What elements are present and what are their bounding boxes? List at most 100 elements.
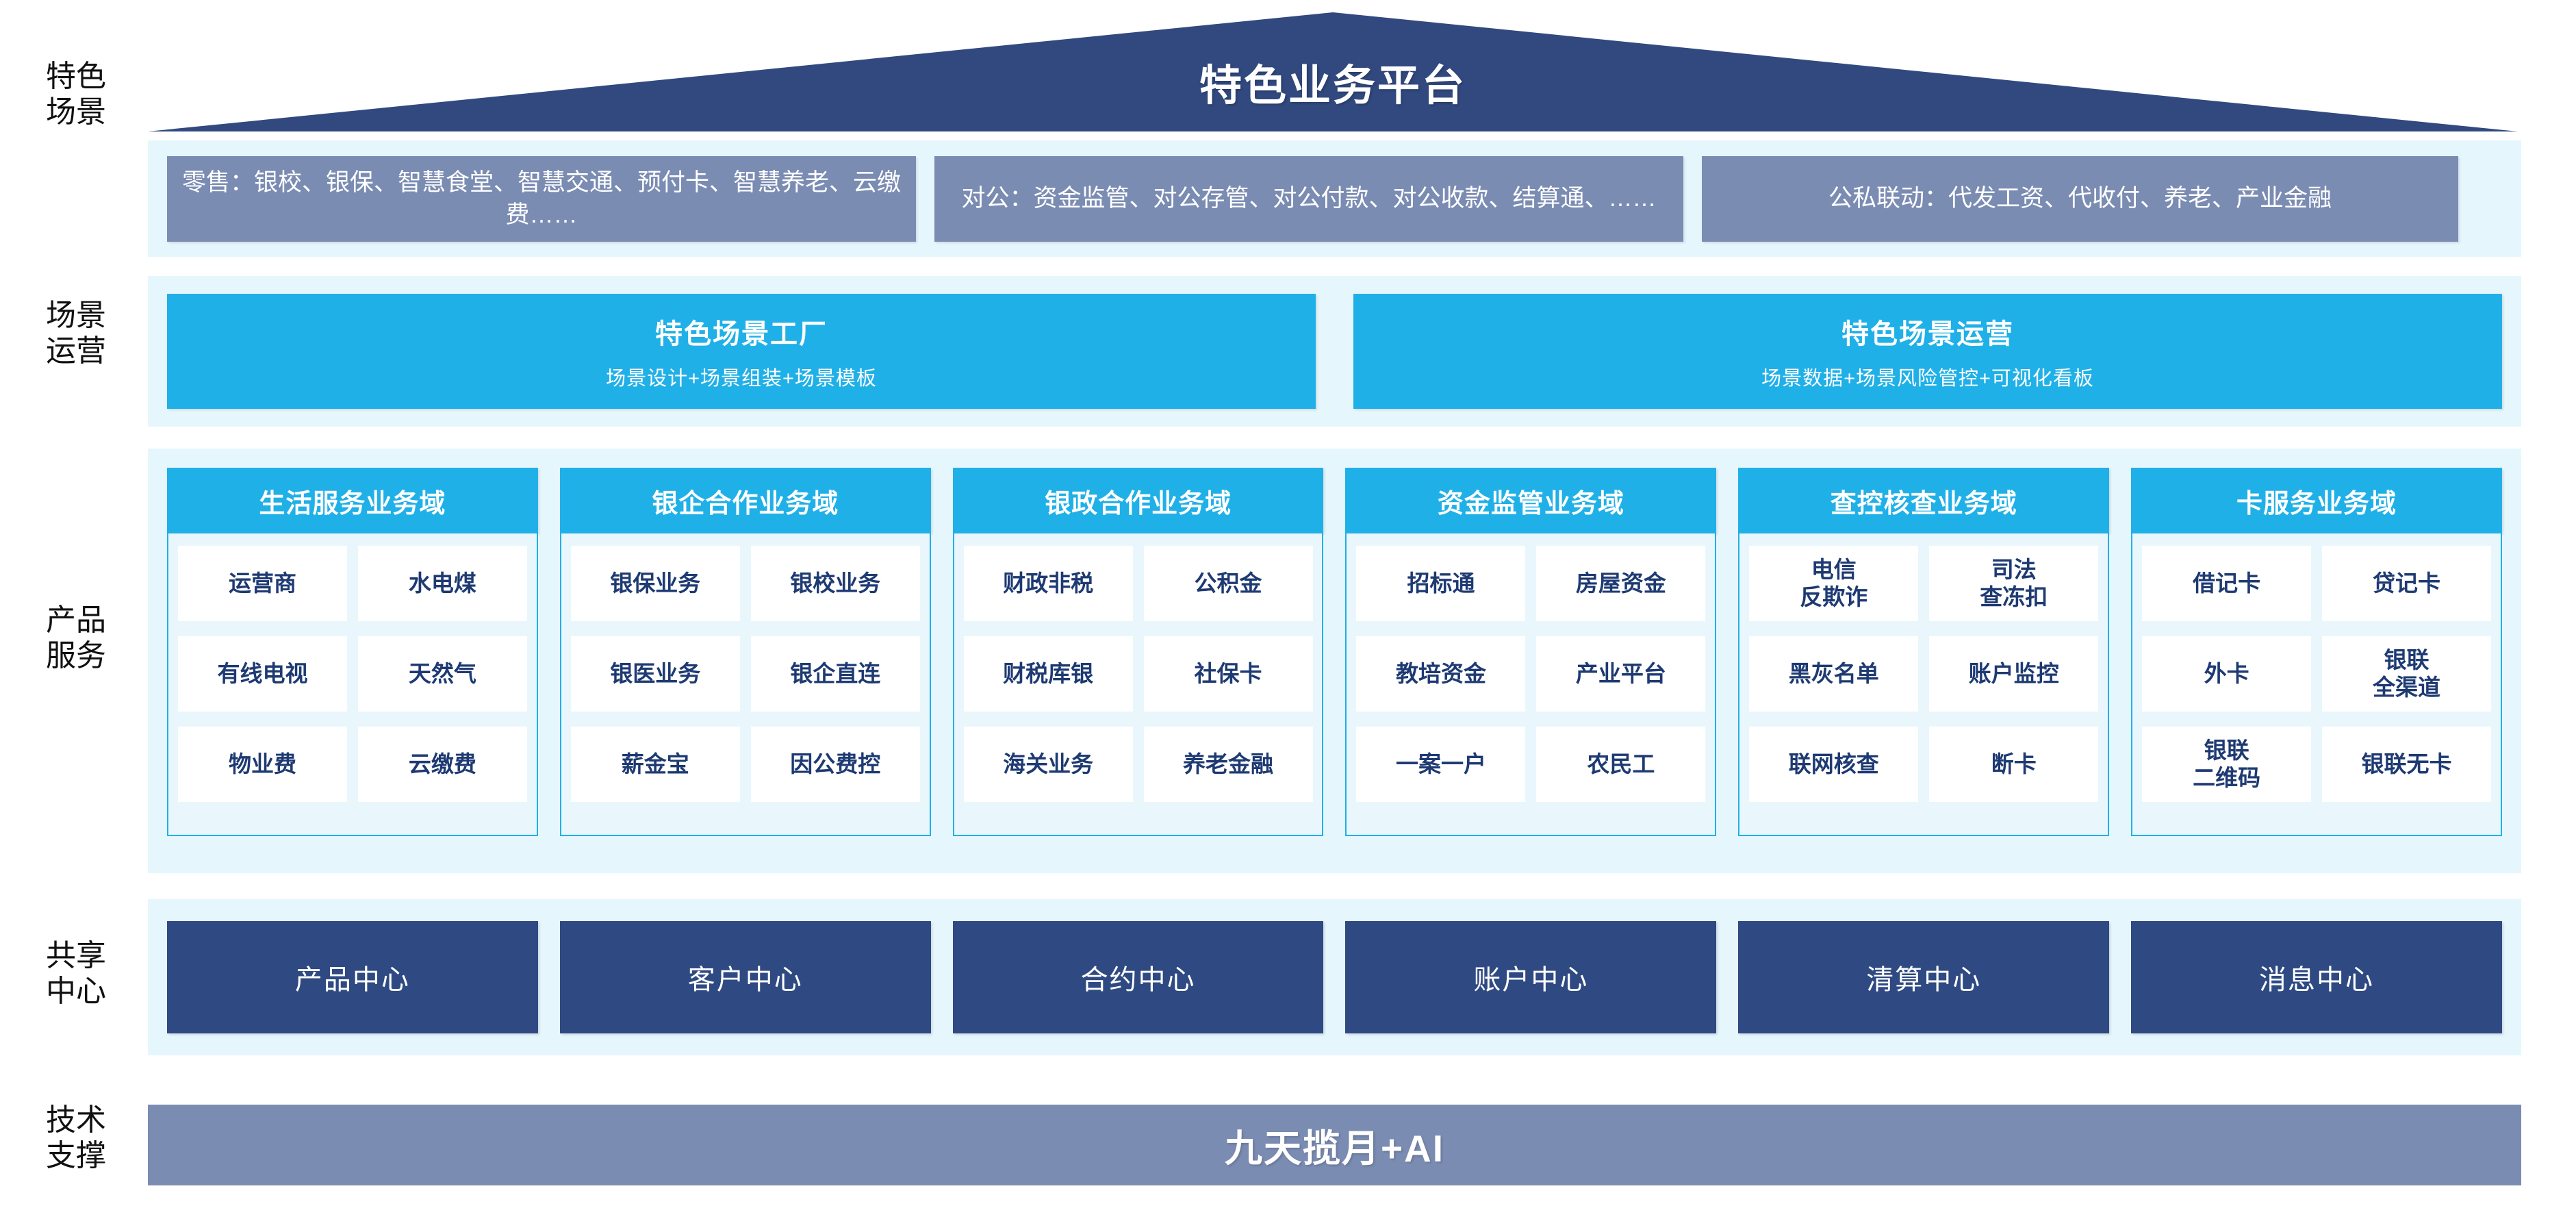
domain-cell[interactable]: 账户监控 — [1929, 636, 2099, 712]
domain-cell[interactable]: 招标通 — [1356, 546, 1526, 621]
domain-cell[interactable]: 农民工 — [1536, 727, 1706, 802]
domain-cell-row: 有线电视天然气 — [178, 636, 527, 712]
operation-subtitle: 场景数据+场景风险管控+可视化看板 — [1761, 368, 2094, 390]
domain-cell[interactable]: 云缴费 — [357, 727, 527, 802]
domain-cell-row: 海关业务养老金融 — [963, 727, 1313, 802]
domain-cell[interactable]: 司法查冻扣 — [1929, 546, 2099, 621]
shared-center-row: 产品中心客户中心合约中心账户中心清算中心消息中心 — [148, 899, 2521, 1055]
domain-cell-row: 联网核查断卡 — [1749, 727, 2099, 802]
domain-cell[interactable]: 断卡 — [1929, 727, 2099, 802]
header-banner: 特色业务平台 — [148, 12, 2518, 131]
domain-cell-row: 招标通房屋资金 — [1356, 546, 1706, 621]
domain-body: 银保业务银校业务银医业务银企直连薪金宝因公费控 — [559, 533, 931, 836]
domain-cell[interactable]: 财政非税 — [963, 546, 1133, 621]
domain-body: 财政非税公积金财税库银社保卡海关业务养老金融 — [952, 533, 1324, 836]
domain-cell-row: 物业费云缴费 — [178, 727, 527, 802]
row-label-product: 产品服务 — [46, 603, 106, 672]
domain-cell[interactable]: 物业费 — [178, 727, 347, 802]
domain-cell[interactable]: 教培资金 — [1356, 636, 1526, 712]
domain-cell[interactable]: 银校业务 — [750, 546, 920, 621]
domain-cell[interactable]: 养老金融 — [1143, 727, 1313, 802]
domain-cell[interactable]: 因公费控 — [750, 727, 920, 802]
domain-cell[interactable]: 财税库银 — [963, 636, 1133, 712]
domain-cell[interactable]: 社保卡 — [1143, 636, 1313, 712]
scenario-box-linkage[interactable]: 公私联动：代发工资、代收付、养老、产业金融 — [1702, 155, 2458, 242]
domain-column: 银企合作业务域银保业务银校业务银医业务银企直连薪金宝因公费控 — [559, 468, 931, 836]
scenario-box-retail[interactable]: 零售：银校、银保、智慧食堂、智慧交通、预付卡、智慧养老、云缴费…… — [167, 155, 916, 242]
shared-center-box[interactable]: 客户中心 — [559, 921, 931, 1033]
domain-cell[interactable]: 借记卡 — [2142, 546, 2312, 621]
domain-cell-row: 银保业务银校业务 — [570, 546, 920, 621]
domain-cell[interactable]: 银联无卡 — [2322, 727, 2491, 802]
domain-cell[interactable]: 有线电视 — [178, 636, 347, 712]
domain-cell[interactable]: 房屋资金 — [1536, 546, 1706, 621]
operation-box-factory[interactable]: 特色场景工厂 场景设计+场景组装+场景模板 — [167, 294, 1316, 409]
domain-cell-row: 银联二维码银联无卡 — [2142, 727, 2491, 802]
operation-title: 特色场景运营 — [1841, 319, 2014, 349]
domain-body: 招标通房屋资金教培资金产业平台一案一户农民工 — [1345, 533, 1717, 836]
shared-center-box[interactable]: 消息中心 — [2131, 921, 2502, 1033]
domain-cell[interactable]: 贷记卡 — [2322, 546, 2491, 621]
domain-cell-row: 银医业务银企直连 — [570, 636, 920, 712]
domain-cell-row: 运营商水电煤 — [178, 546, 527, 621]
domain-cell[interactable]: 一案一户 — [1356, 727, 1526, 802]
domain-body: 电信反欺诈司法查冻扣黑灰名单账户监控联网核查断卡 — [1738, 533, 2110, 836]
domain-row: 生活服务业务域运营商水电煤有线电视天然气物业费云缴费银企合作业务域银保业务银校业… — [148, 449, 2521, 873]
domain-cell-row: 教培资金产业平台 — [1356, 636, 1706, 712]
domain-title: 卡服务业务域 — [2131, 468, 2502, 533]
row-label-shared: 共享中心 — [46, 939, 106, 1008]
domain-cell[interactable]: 水电煤 — [357, 546, 527, 621]
domain-cell-row: 外卡银联全渠道 — [2142, 636, 2491, 712]
row-label-operation: 场景运营 — [46, 299, 106, 368]
domain-cell[interactable]: 银联二维码 — [2142, 727, 2312, 802]
domain-column: 卡服务业务域借记卡贷记卡外卡银联全渠道银联二维码银联无卡 — [2131, 468, 2502, 836]
domain-cell[interactable]: 黑灰名单 — [1749, 636, 1919, 712]
row-label-scenario: 特色场景 — [46, 60, 106, 129]
domain-cell[interactable]: 银企直连 — [750, 636, 920, 712]
domain-title: 资金监管业务域 — [1345, 468, 1717, 533]
domain-cell[interactable]: 公积金 — [1143, 546, 1313, 621]
domain-title: 银政合作业务域 — [952, 468, 1324, 533]
operation-row: 特色场景工厂 场景设计+场景组装+场景模板 特色场景运营 场景数据+场景风险管控… — [148, 276, 2521, 427]
domain-cell[interactable]: 银保业务 — [570, 546, 740, 621]
domain-cell-row: 财税库银社保卡 — [963, 636, 1313, 712]
domain-cell[interactable]: 银医业务 — [570, 636, 740, 712]
domain-title: 查控核查业务域 — [1738, 468, 2110, 533]
domain-title: 银企合作业务域 — [559, 468, 931, 533]
scenario-band: 零售：银校、银保、智慧食堂、智慧交通、预付卡、智慧养老、云缴费…… 对公：资金监… — [148, 140, 2521, 257]
shared-center-box[interactable]: 产品中心 — [167, 921, 538, 1033]
row-label-support: 技术支撑 — [46, 1103, 106, 1172]
domain-cell-row: 薪金宝因公费控 — [570, 727, 920, 802]
shared-center-box[interactable]: 账户中心 — [1345, 921, 1717, 1033]
domain-cell[interactable]: 薪金宝 — [570, 727, 740, 802]
scenario-row: 零售：银校、银保、智慧食堂、智慧交通、预付卡、智慧养老、云缴费…… 对公：资金监… — [148, 140, 2521, 257]
product-service-band: 生活服务业务域运营商水电煤有线电视天然气物业费云缴费银企合作业务域银保业务银校业… — [148, 449, 2521, 873]
operation-subtitle: 场景设计+场景组装+场景模板 — [606, 368, 877, 390]
domain-cell-row: 财政非税公积金 — [963, 546, 1313, 621]
operation-box-operation[interactable]: 特色场景运营 场景数据+场景风险管控+可视化看板 — [1353, 294, 2502, 409]
domain-cell-row: 借记卡贷记卡 — [2142, 546, 2491, 621]
domain-column: 生活服务业务域运营商水电煤有线电视天然气物业费云缴费 — [167, 468, 538, 836]
domain-cell[interactable]: 运营商 — [178, 546, 347, 621]
domain-cell[interactable]: 联网核查 — [1749, 727, 1919, 802]
domain-cell-row: 一案一户农民工 — [1356, 727, 1706, 802]
page-title: 特色业务平台 — [1199, 62, 1466, 110]
domain-cell[interactable]: 天然气 — [357, 636, 527, 712]
domain-column: 查控核查业务域电信反欺诈司法查冻扣黑灰名单账户监控联网核查断卡 — [1738, 468, 2110, 836]
domain-cell[interactable]: 银联全渠道 — [2322, 636, 2491, 712]
domain-title: 生活服务业务域 — [167, 468, 538, 533]
operation-band: 特色场景工厂 场景设计+场景组装+场景模板 特色场景运营 场景数据+场景风险管控… — [148, 276, 2521, 427]
scenario-box-corporate[interactable]: 对公：资金监管、对公存管、对公付款、对公收款、结算通、…… — [934, 155, 1683, 242]
domain-cell[interactable]: 产业平台 — [1536, 636, 1706, 712]
domain-body: 运营商水电煤有线电视天然气物业费云缴费 — [167, 533, 538, 836]
operation-title: 特色场景工厂 — [655, 319, 828, 349]
tech-support-bar: 九天揽月+AI — [148, 1105, 2521, 1185]
domain-body: 借记卡贷记卡外卡银联全渠道银联二维码银联无卡 — [2131, 533, 2502, 836]
domain-cell[interactable]: 海关业务 — [963, 727, 1133, 802]
shared-center-box[interactable]: 清算中心 — [1738, 921, 2110, 1033]
domain-cell-row: 黑灰名单账户监控 — [1749, 636, 2099, 712]
shared-center-box[interactable]: 合约中心 — [952, 921, 1324, 1033]
domain-cell[interactable]: 电信反欺诈 — [1749, 546, 1919, 621]
domain-cell[interactable]: 外卡 — [2142, 636, 2312, 712]
domain-column: 银政合作业务域财政非税公积金财税库银社保卡海关业务养老金融 — [952, 468, 1324, 836]
